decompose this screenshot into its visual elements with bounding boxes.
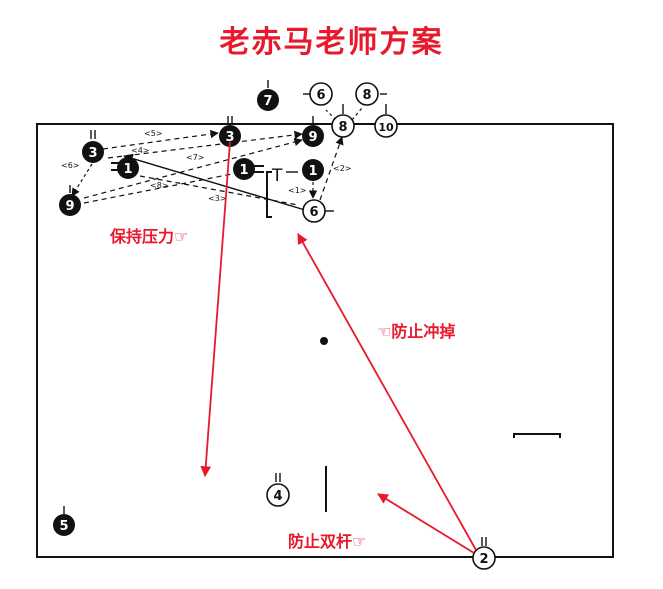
annotation-prevent-rush: ☜防止冲掉 [377, 322, 455, 341]
prevent-rush-arrow [297, 233, 477, 551]
seq-label-3: <3> [208, 194, 227, 203]
player-6-top: 6 [303, 82, 333, 106]
player-number: 1 [308, 164, 317, 179]
player-8-mid: 8 [331, 104, 355, 138]
side-bracket-mark [513, 433, 561, 438]
player-marker [302, 125, 324, 147]
player-2: 2 [472, 537, 496, 570]
seq-label-1: <1> [288, 186, 307, 195]
bracket-mark [266, 171, 272, 218]
player-marker [257, 89, 279, 111]
route-line [107, 130, 303, 159]
player-number: 6 [309, 205, 318, 220]
player-6-lower: 6 [302, 199, 334, 223]
coach-arrows [200, 141, 477, 554]
route-line [71, 163, 93, 197]
player-number: 8 [362, 88, 371, 103]
player-3-center: 3 [219, 116, 241, 147]
player-5: 5 [53, 506, 75, 536]
player-marker [117, 157, 139, 179]
seq-label-2: <2> [333, 164, 352, 173]
player-9-left: 9 [59, 185, 81, 216]
player-marker [59, 194, 81, 216]
player-number: 1 [123, 162, 132, 177]
player-10: 10 [374, 104, 398, 138]
player-marker [374, 114, 398, 138]
player-number: 1 [239, 163, 248, 178]
field-boundary [36, 123, 614, 558]
route-line [102, 129, 219, 150]
player-7: 7 [257, 80, 279, 111]
movement-lines [71, 107, 363, 206]
route-line [319, 136, 344, 201]
player-marker [53, 514, 75, 536]
player-marker [331, 114, 355, 138]
seq-label-7: <7> [186, 153, 205, 162]
t-mark: T [271, 166, 283, 186]
player-number: 2 [479, 552, 488, 567]
route-line [83, 137, 303, 199]
player-number: 7 [263, 94, 272, 109]
player-1-right: 1 [302, 159, 324, 181]
player-number: 10 [378, 121, 394, 134]
player-number: 3 [225, 130, 234, 145]
player-4: 4 [266, 473, 290, 507]
player-9-top: 9 [302, 116, 324, 147]
keep-pressure-arrow [200, 141, 231, 478]
seq-label-8: <8> [150, 181, 169, 190]
player-marker [472, 546, 496, 570]
player-1-center: 1 [233, 158, 255, 180]
player-marker [219, 125, 241, 147]
player-number: 8 [338, 120, 347, 135]
seq-label-4: <4> [131, 146, 150, 155]
route-line [83, 173, 233, 204]
player-8-top: 8 [355, 82, 387, 106]
player-marker [266, 483, 290, 507]
player-number: 9 [65, 199, 74, 214]
route-line [351, 107, 363, 121]
annotation-prevent-double-pole: 防止双杆☞ [288, 532, 366, 551]
seq-label-6: <6> [61, 161, 80, 170]
player-marker [302, 199, 326, 223]
player-number: 3 [88, 146, 97, 161]
seq-label-5: <5> [144, 129, 163, 138]
player-marker [233, 158, 255, 180]
annotation-keep-pressure: 保持压力☞ [109, 227, 188, 246]
player-number: 6 [316, 88, 325, 103]
player-3-left: 3 [82, 130, 104, 163]
player-marker [309, 82, 333, 106]
page-title: 老赤马老师方案 [219, 25, 444, 60]
prevent-double-pole-arrow [377, 493, 475, 554]
player-marker [82, 141, 104, 163]
center-spot [320, 337, 328, 345]
player-marker [355, 82, 379, 106]
player-number: 5 [59, 519, 68, 534]
solid-route-arrow [123, 153, 306, 211]
player-1-left: 1 [117, 157, 139, 179]
player-marker [302, 159, 324, 181]
player-number: 4 [273, 489, 282, 504]
player-number: 9 [308, 130, 317, 145]
